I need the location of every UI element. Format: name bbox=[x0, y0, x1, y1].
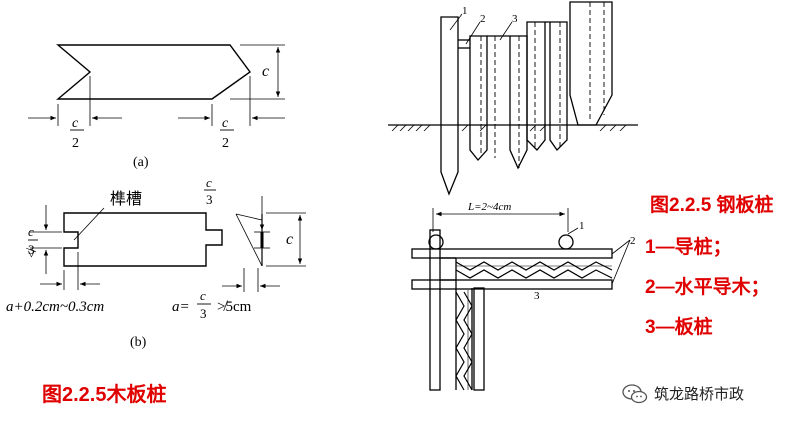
label-c-half-right-den: 2 bbox=[222, 136, 229, 151]
label-a-formula-right-prefix: a= bbox=[172, 299, 190, 315]
label-a-formula-right-c: c bbox=[200, 288, 206, 303]
wood-pile-outline-a bbox=[56, 44, 251, 100]
guide-timber-vertical-left bbox=[429, 229, 441, 391]
guide-timber-vertical-right bbox=[473, 287, 485, 391]
guide-timber-bottom bbox=[411, 279, 613, 290]
wechat-icon bbox=[622, 383, 648, 403]
label-left-c: c bbox=[28, 224, 34, 239]
sheet-pile-3 bbox=[526, 21, 546, 151]
label-plan-2: 2 bbox=[630, 235, 636, 247]
steel-pile-plan bbox=[411, 208, 631, 391]
label-elev-3: 3 bbox=[512, 13, 518, 25]
label-c-half-left-num: c bbox=[72, 116, 79, 131]
watermark-text: 筑龙路桥市政 bbox=[654, 385, 745, 403]
wood-pile-plan-b bbox=[28, 189, 306, 305]
wood-pile-outline-b bbox=[63, 212, 223, 267]
label-a-formula-right-suffix: ≯5cm bbox=[217, 299, 252, 315]
guide-pile-circle-left bbox=[428, 234, 444, 250]
label-elev-2: 2 bbox=[480, 13, 486, 25]
label-mortise: 榫槽 bbox=[110, 190, 142, 208]
caption-steel-2: 2—水平导木； bbox=[645, 277, 770, 298]
sheet-pile-2 bbox=[487, 35, 528, 170]
label-right-c: c bbox=[286, 231, 293, 248]
sheet-pile-1 bbox=[469, 35, 488, 162]
sheet-pile-5 bbox=[569, 1, 613, 126]
guide-pile bbox=[440, 16, 459, 196]
sheet-pile-4 bbox=[545, 21, 568, 152]
watermark: 筑龙路桥市政 bbox=[622, 383, 744, 404]
wood-pile-plan-a bbox=[28, 44, 285, 131]
label-subfig-b: (b) bbox=[130, 335, 147, 350]
caption-steel-3: 3—板桩 bbox=[645, 317, 713, 338]
guide-pile-circle-right bbox=[558, 234, 574, 250]
caption-wood-pile: 图2.2.5木板桩 bbox=[42, 384, 167, 406]
label-c-half-right-num: c bbox=[222, 116, 229, 131]
label-c-half-left-den: 2 bbox=[72, 136, 79, 151]
caption-steel-1: 1—导桩； bbox=[645, 237, 732, 258]
label-right-three-frac: 3 bbox=[206, 192, 213, 207]
steel-pile-elevation bbox=[388, 1, 638, 196]
label-left-three: 3 bbox=[28, 242, 35, 257]
label-subfig-a: (a) bbox=[133, 155, 149, 170]
label-a-formula-left: a+0.2cm~0.3cm bbox=[6, 299, 104, 315]
caption-steel-title: 图2.2.5 钢板桩 bbox=[650, 195, 774, 216]
label-right-c-frac: c bbox=[206, 175, 212, 190]
label-plan-1: 1 bbox=[579, 220, 585, 232]
label-c-a: c bbox=[262, 63, 269, 80]
label-plan-3: 3 bbox=[534, 290, 540, 302]
label-a-formula-right-three: 3 bbox=[200, 306, 207, 321]
label-left-le: ≮ bbox=[25, 247, 40, 258]
label-elev-1: 1 bbox=[462, 5, 468, 17]
label-L-range: L=2~4cm bbox=[467, 201, 511, 213]
guide-timber-top bbox=[411, 248, 613, 259]
